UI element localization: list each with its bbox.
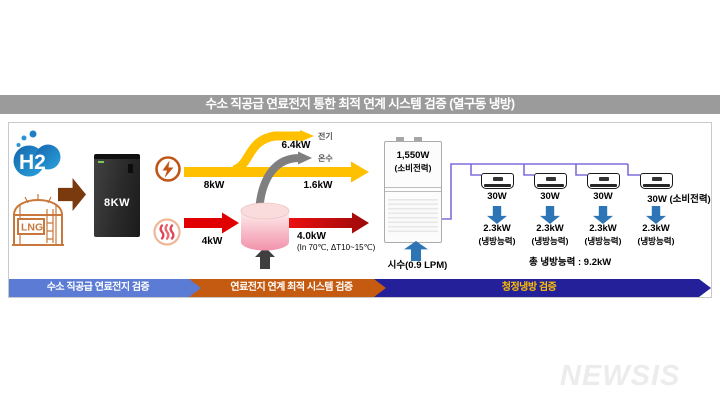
ac-vent: [537, 184, 564, 187]
tank-water-in-arrow: [255, 247, 275, 269]
ac4-capacity-note: (냉방능력): [637, 236, 675, 246]
diagram-panel: H2 LNG 8KW: [8, 122, 712, 298]
total-cooling-label: 총 냉방능력 : 9.2kW: [529, 257, 612, 268]
ac-vent: [643, 184, 670, 187]
electricity-main-arrow: [184, 161, 369, 183]
electricity-branch-arrowhead: [300, 130, 314, 142]
ac-unit-1: [481, 173, 514, 189]
city-water-label: 시수(0.9 LPM): [387, 260, 448, 271]
stage3-label: 청정냉방 검증: [501, 282, 557, 293]
ac2-power-label: 30W: [540, 191, 560, 202]
hot-water-tank: [241, 211, 289, 251]
ac4-power-label: 30W (소비전력): [647, 194, 711, 205]
flow-condition-label: (In 70℃, ΔT10~15℃): [297, 243, 376, 252]
ac2-capacity: 2.3kW: [536, 223, 564, 234]
hot-water-arrowhead: [298, 151, 312, 165]
ac4-capacity: 2.3kW: [642, 223, 670, 234]
stage-fuel-cell-verification: 수소 직공급 연료전지 검증: [9, 279, 201, 297]
newsis-watermark: NEWSIS: [560, 360, 681, 392]
flow-arrows-layer: [184, 130, 640, 269]
ac3-power-label: 30W: [593, 191, 613, 202]
ac-display: [545, 177, 556, 181]
electricity-branch-arrow: [232, 131, 300, 175]
fuel-cell-power-label: 8KW: [104, 197, 130, 209]
fuel-cell-panel: [128, 164, 133, 173]
stage-system-link-verification: 연료전지 연계 최적 시스템 검증: [189, 279, 386, 297]
stage1-label: 수소 직공급 연료전지 검증: [46, 282, 150, 293]
hot-water-tag: 온수: [318, 154, 333, 163]
ac1-capacity-note: (냉방능력): [478, 236, 516, 246]
ac3-capacity: 2.3kW: [589, 223, 617, 234]
ac1-capacity: 2.3kW: [483, 223, 511, 234]
ac-unit-3: [587, 173, 620, 189]
ac3-capacity-note: (냉방능력): [584, 236, 622, 246]
absorption-chiller-unit: 1,550W (소비전력): [384, 141, 442, 243]
ac-unit-4: [640, 173, 673, 189]
electricity-tag: 전기: [318, 132, 333, 141]
hydrogen-label: H2: [19, 151, 46, 174]
ac-vent: [590, 184, 617, 187]
chiller-pipe-right: [414, 137, 422, 142]
ac1-power-label: 30W: [487, 191, 507, 202]
ac-display: [598, 177, 609, 181]
electricity-icon: [155, 156, 181, 182]
heat-in-arrow: [184, 212, 239, 234]
ac2-capacity-note: (냉방능력): [531, 236, 569, 246]
power-wire: [440, 163, 640, 220]
fuel-cell-led: [98, 161, 104, 163]
lng-tank-icon: LNG: [12, 194, 64, 246]
stage2-label: 연료전지 연계 최적 시스템 검증: [230, 282, 353, 293]
stage-clean-cooling-verification: 청정냉방 검증: [373, 279, 711, 297]
heat-out-arrow: [289, 212, 369, 234]
flow-4.0kw-label: 4.0kW: [297, 231, 326, 242]
chiller-divider: [385, 187, 441, 188]
hydrogen-icon: H2: [13, 130, 61, 177]
ac-display: [651, 177, 662, 181]
chiller-divider: [385, 191, 441, 192]
chiller-vent: [388, 199, 438, 235]
ac-display: [492, 177, 503, 181]
flow-1.6kw-label: 1.6kW: [303, 180, 333, 191]
flow-4kw-label: 4kW: [201, 236, 223, 247]
ac-unit-2: [534, 173, 567, 189]
chiller-power-note: (소비전력): [394, 163, 432, 173]
lng-label: LNG: [21, 222, 43, 234]
chiller-power-label: 1,550W: [396, 150, 430, 161]
ac-vent: [484, 184, 511, 187]
page-title: 수소 직공급 연료전지 통한 최적 연계 시스템 검증 (열구동 냉방): [0, 95, 720, 114]
hot-water-tank-top: [240, 202, 290, 220]
fuel-cell-unit: 8KW: [94, 154, 140, 237]
flow-8kw-label: 8kW: [203, 180, 225, 191]
flow-6.4kw-label: 6.4kW: [281, 140, 311, 151]
heat-icon: [153, 218, 181, 246]
chiller-pipe-left: [396, 137, 404, 142]
